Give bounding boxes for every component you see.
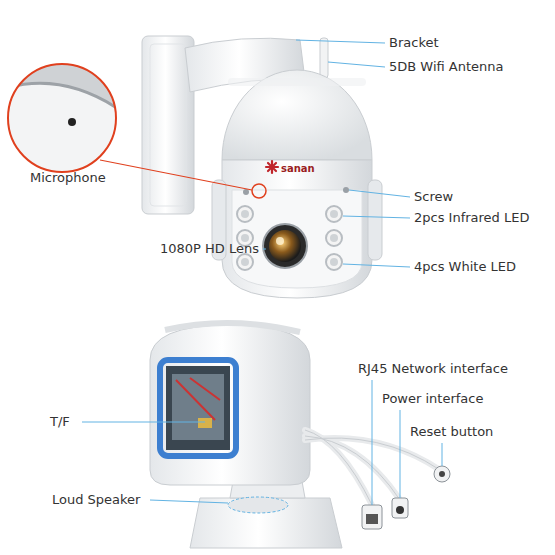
part-label: RJ45 Network interface xyxy=(358,361,508,377)
part-label: Microphone xyxy=(30,170,106,186)
part-label: 2pcs Infrared LED xyxy=(414,210,529,226)
part-label: 4pcs White LED xyxy=(414,259,516,275)
part-label: 1080P HD Lens xyxy=(160,241,259,257)
part-label: Screw xyxy=(414,189,453,205)
part-label: 5DB Wifi Antenna xyxy=(389,59,504,75)
part-label: Loud Speaker xyxy=(52,492,140,508)
part-label: Bracket xyxy=(389,35,439,51)
part-label: Power interface xyxy=(382,391,483,407)
brand-logo: sanan xyxy=(281,161,315,177)
part-label: Reset button xyxy=(410,424,493,440)
part-label: T/F xyxy=(50,414,70,430)
